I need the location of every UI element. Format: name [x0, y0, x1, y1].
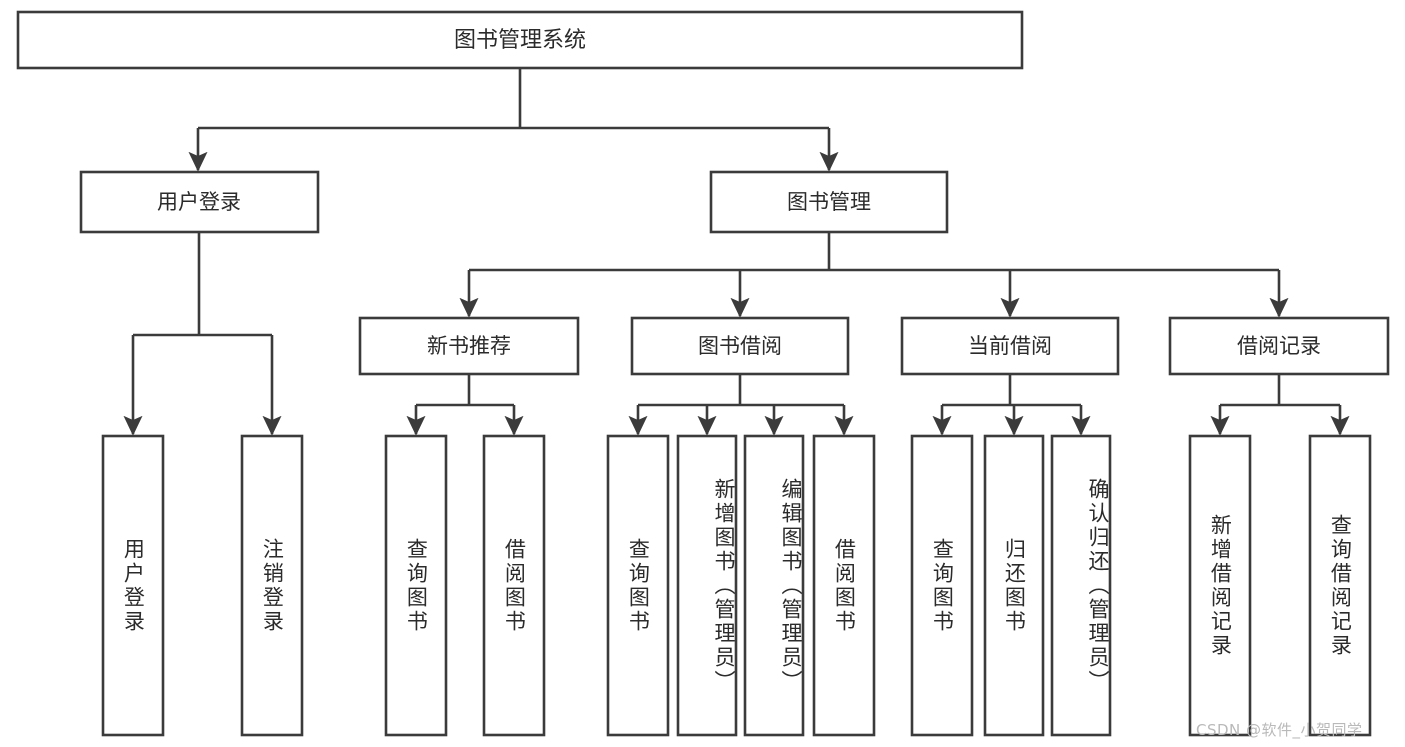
connector-group-user-login: [123, 232, 282, 436]
node-leaf-edit-book-box[interactable]: [743, 434, 805, 737]
node-root-box[interactable]: [16, 10, 1024, 70]
node-borrow-record-label: 借阅记录: [1237, 334, 1321, 358]
node-current-borrow-box[interactable]: [900, 316, 1120, 376]
node-leaf-user-login-box[interactable]: [101, 434, 165, 737]
node-book-manage-label: 图书管理: [787, 190, 871, 214]
connector-group-borrow-record: [1210, 374, 1350, 436]
node-new-book-rec-label: 新书推荐: [427, 334, 511, 358]
node-borrow-record-box[interactable]: [1168, 316, 1390, 376]
node-root-label: 图书管理系统: [454, 28, 586, 53]
connector-group-current-borrow: [932, 374, 1091, 436]
node-book-manage[interactable]: 图书管理: [709, 170, 949, 234]
node-leaf-borrow-book-1-box[interactable]: [482, 434, 546, 737]
connector-group-root: [188, 68, 839, 172]
node-leaf-query-book-3-box[interactable]: [910, 434, 974, 737]
csdn-watermark: CSDN @软件_小贺同学: [1196, 721, 1363, 739]
node-leaf-return-book-box[interactable]: [983, 434, 1045, 737]
node-leaf-query-record-box[interactable]: [1308, 434, 1372, 737]
node-root[interactable]: 图书管理系统: [16, 10, 1024, 70]
node-leaf-add-record-box[interactable]: [1188, 434, 1252, 737]
node-user-login-box[interactable]: [79, 170, 320, 234]
node-leaf-confirm-return-box[interactable]: [1050, 434, 1112, 737]
connector-group-new-book-rec: [406, 374, 524, 436]
node-current-borrow[interactable]: 当前借阅: [900, 316, 1120, 376]
node-borrow-record[interactable]: 借阅记录: [1168, 316, 1390, 376]
node-book-manage-box[interactable]: [709, 170, 949, 234]
node-user-login-label: 用户登录: [157, 190, 241, 214]
node-leaf-logout-box[interactable]: [240, 434, 304, 737]
node-leaf-query-book-2-box[interactable]: [606, 434, 670, 737]
node-book-borrow[interactable]: 图书借阅: [630, 316, 850, 376]
node-current-borrow-label: 当前借阅: [968, 334, 1052, 358]
connector-group-book-manage: [459, 232, 1289, 318]
node-leaf-borrow-book-2-box[interactable]: [812, 434, 876, 737]
node-book-borrow-label: 图书借阅: [698, 334, 782, 358]
connector-group-book-borrow: [628, 374, 854, 436]
node-leaf-query-book-1-box[interactable]: [384, 434, 448, 737]
node-leaf-add-book-box[interactable]: [676, 434, 738, 737]
node-new-book-rec-box[interactable]: [358, 316, 580, 376]
node-user-login[interactable]: 用户登录: [79, 170, 320, 234]
node-book-borrow-box[interactable]: [630, 316, 850, 376]
node-new-book-rec[interactable]: 新书推荐: [358, 316, 580, 376]
